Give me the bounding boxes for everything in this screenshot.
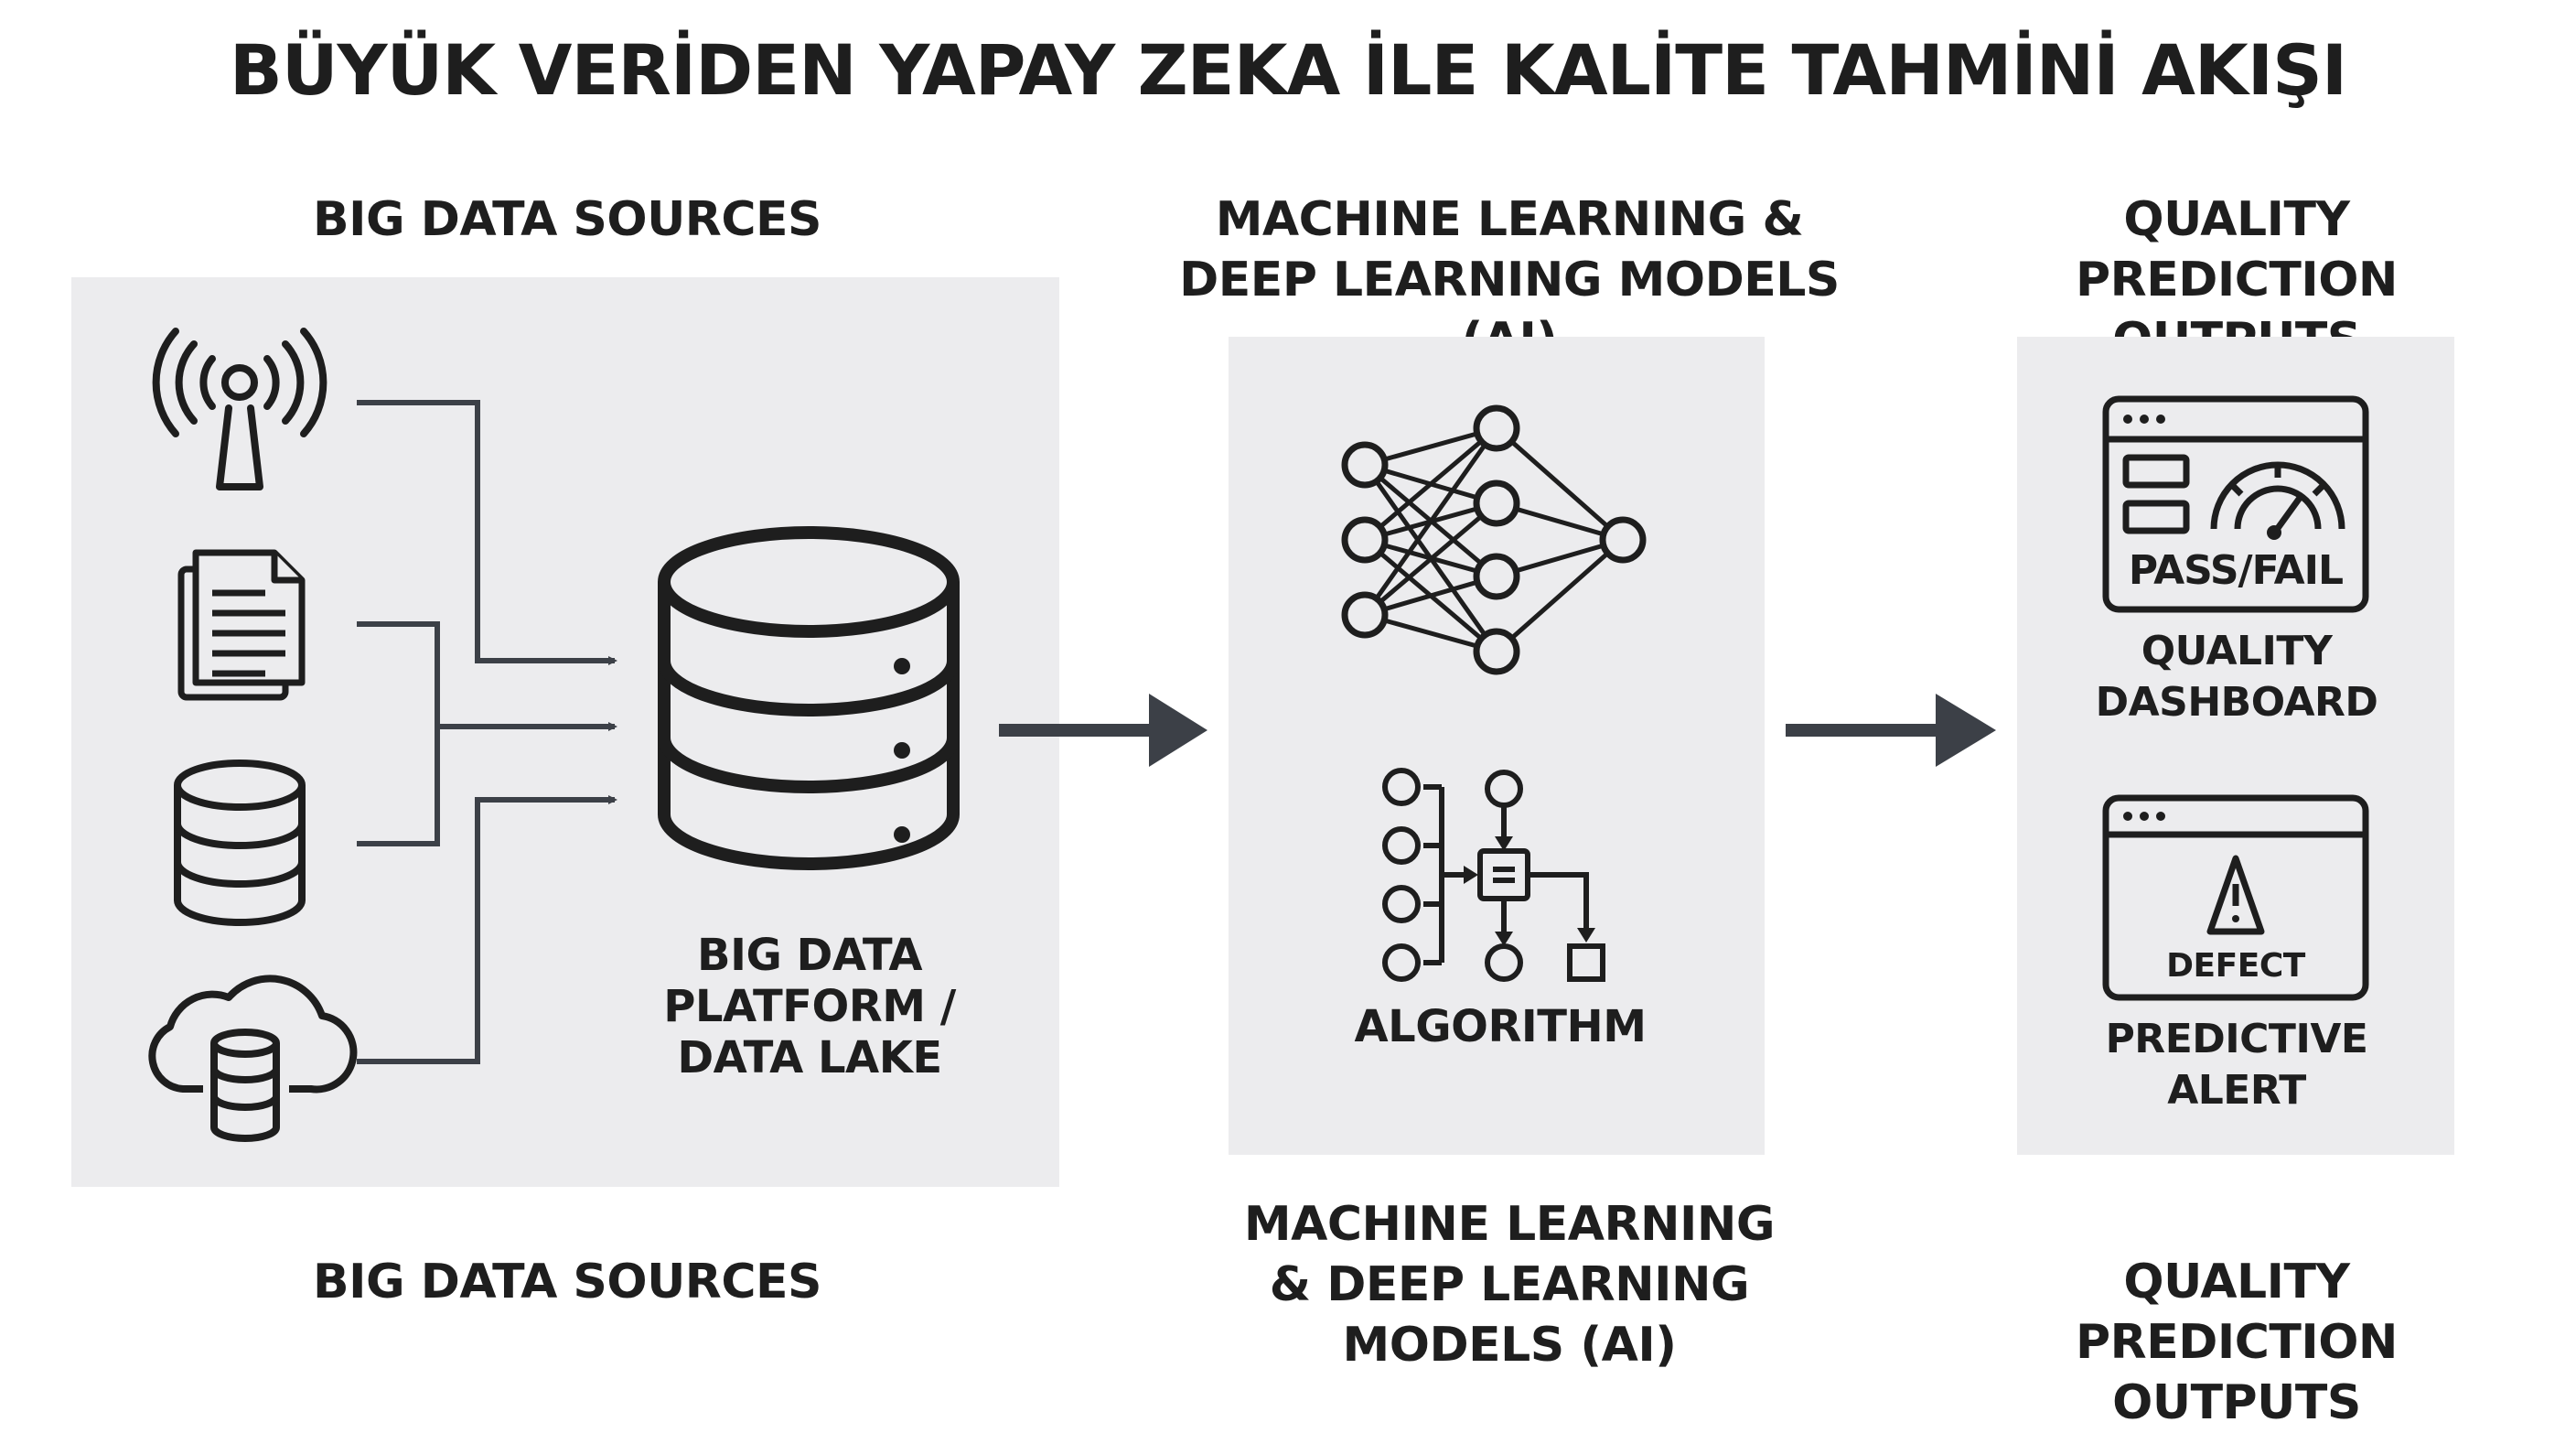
- flow-arrow-to-models: [999, 694, 1208, 767]
- data-lake-database-icon: [658, 526, 960, 870]
- algorithm-label: ALGORITHM: [1354, 1001, 1647, 1052]
- dashboard-screen-text: PASS/FAIL: [2128, 547, 2344, 594]
- database-icon: [174, 760, 306, 926]
- data-lake-label: BIG DATA PLATFORM / DATA LAKE: [663, 930, 956, 1083]
- source-connectors: [357, 400, 617, 1064]
- models-bottom-label: MACHINE LEARNING & DEEP LEARNING MODELS …: [1243, 1197, 1776, 1373]
- antenna-signal-icon: [152, 328, 327, 490]
- cloud-database-icon: [148, 975, 358, 1142]
- neural-network-icon: [1341, 404, 1647, 675]
- alert-screen-text: DEFECT: [2166, 947, 2305, 985]
- dashboard-label: QUALITY DASHBOARD: [2095, 628, 2378, 726]
- predictive-alert-icon: [2102, 794, 2369, 1001]
- models-panel: [1229, 337, 1765, 1155]
- sources-bottom-label: BIG DATA SOURCES: [313, 1255, 821, 1309]
- algorithm-flowchart-icon: [1382, 768, 1605, 982]
- outputs-panel: [2017, 337, 2454, 1155]
- quality-dashboard-icon: [2102, 395, 2369, 613]
- flow-arrow-to-outputs: [1786, 694, 1996, 767]
- page-title: BÜYÜK VERİDEN YAPAY ZEKA İLE KALİTE TAHM…: [229, 29, 2347, 111]
- outputs-bottom-label: QUALITY PREDICTION OUTPUTS: [2076, 1255, 2398, 1430]
- models-top-label: MACHINE LEARNING & DEEP LEARNING MODELS …: [1179, 192, 1840, 368]
- documents-icon: [177, 549, 306, 701]
- sources-top-label: BIG DATA SOURCES: [313, 192, 821, 247]
- alert-label: PREDICTIVE ALERT: [2105, 1016, 2368, 1114]
